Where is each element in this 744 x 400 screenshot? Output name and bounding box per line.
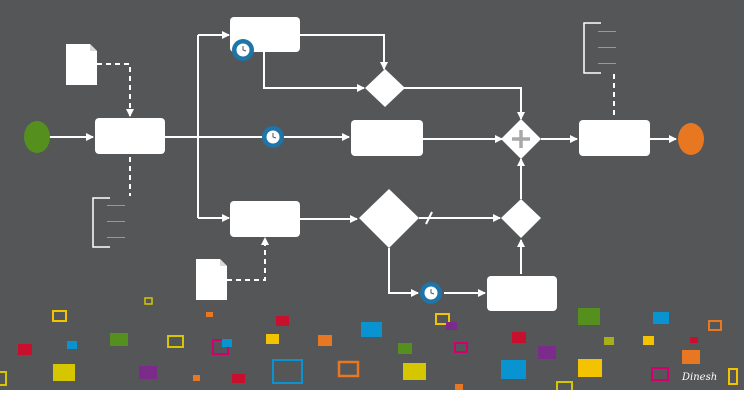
annotation-bracket-icon xyxy=(92,197,110,248)
clock-icon[interactable] xyxy=(232,39,254,61)
confetti-square xyxy=(435,313,450,325)
annotation-left-line-3: ......... xyxy=(107,231,125,240)
association-bottom-document xyxy=(227,237,269,281)
confetti-square xyxy=(501,360,526,379)
confetti-square xyxy=(728,368,738,385)
document-icon[interactable] xyxy=(196,259,227,300)
confetti-square xyxy=(139,366,157,379)
annotation-bracket-icon xyxy=(583,22,601,74)
confetti-square xyxy=(578,308,600,325)
confetti-square xyxy=(653,312,669,324)
annotation-left-line-1: ......... xyxy=(107,199,125,208)
confetti-square xyxy=(318,335,332,346)
task-lower[interactable] xyxy=(230,201,300,237)
confetti-square xyxy=(538,346,556,359)
confetti-square xyxy=(651,367,669,381)
confetti-square xyxy=(604,337,614,345)
confetti-square xyxy=(266,334,279,344)
confetti-square xyxy=(272,359,303,384)
confetti-square xyxy=(67,341,77,349)
confetti-square xyxy=(337,360,360,378)
annotation-right-line-1: ......... xyxy=(598,25,616,34)
confetti-square xyxy=(361,322,382,337)
flow-top-task-to-gateway xyxy=(300,34,388,70)
default-flow-slash xyxy=(425,211,433,225)
start-event[interactable] xyxy=(24,121,50,153)
confetti-square xyxy=(18,344,32,355)
gateway-xor-large[interactable] xyxy=(359,189,419,248)
bottom-strip xyxy=(0,390,744,400)
confetti-square xyxy=(110,333,128,346)
flow-xor-down xyxy=(388,248,419,297)
confetti-square xyxy=(512,332,526,343)
data-associations xyxy=(97,63,615,281)
confetti-square xyxy=(276,316,289,326)
confetti-square xyxy=(222,339,232,347)
confetti-square xyxy=(690,337,698,343)
confetti-square xyxy=(52,310,67,322)
task-first[interactable] xyxy=(95,118,165,154)
end-event[interactable] xyxy=(678,123,704,155)
confetti-square xyxy=(398,343,412,354)
clock-icon[interactable] xyxy=(262,126,284,148)
confetti-square xyxy=(643,336,654,345)
flow-timer-to-gateway xyxy=(263,50,365,92)
decorative-confetti xyxy=(0,297,738,393)
gateways xyxy=(359,69,541,248)
task-middle[interactable] xyxy=(351,120,423,156)
gateway-lower-join[interactable] xyxy=(501,199,541,238)
clock-icon[interactable] xyxy=(420,282,442,304)
confetti-square xyxy=(0,371,7,386)
gateway-top[interactable] xyxy=(365,69,405,107)
task-final[interactable] xyxy=(579,120,650,156)
document-icon[interactable] xyxy=(66,44,97,85)
association-top-document xyxy=(97,63,134,117)
tasks xyxy=(95,17,650,311)
confetti-square xyxy=(232,374,245,383)
confetti-square xyxy=(446,322,457,330)
confetti-square xyxy=(193,375,200,381)
annotation-left-line-2: ......... xyxy=(107,215,125,224)
confetti-square xyxy=(682,350,700,364)
confetti-square xyxy=(144,297,153,305)
confetti-square xyxy=(167,335,184,348)
confetti-square xyxy=(53,364,75,381)
sequence-flows xyxy=(48,31,677,297)
confetti-square xyxy=(455,384,463,390)
confetti-square xyxy=(454,342,468,353)
flow-gateway-to-join xyxy=(404,87,525,120)
task-bottom[interactable] xyxy=(487,276,557,311)
signature-text: Dinesh xyxy=(682,372,718,383)
annotation-right-line-2: ......... xyxy=(598,41,616,50)
annotation-right-line-3: ......... xyxy=(598,57,616,66)
confetti-square xyxy=(708,320,722,331)
confetti-square xyxy=(206,312,213,317)
plus-icon xyxy=(512,130,530,148)
confetti-square xyxy=(403,363,426,380)
confetti-square xyxy=(578,359,602,377)
